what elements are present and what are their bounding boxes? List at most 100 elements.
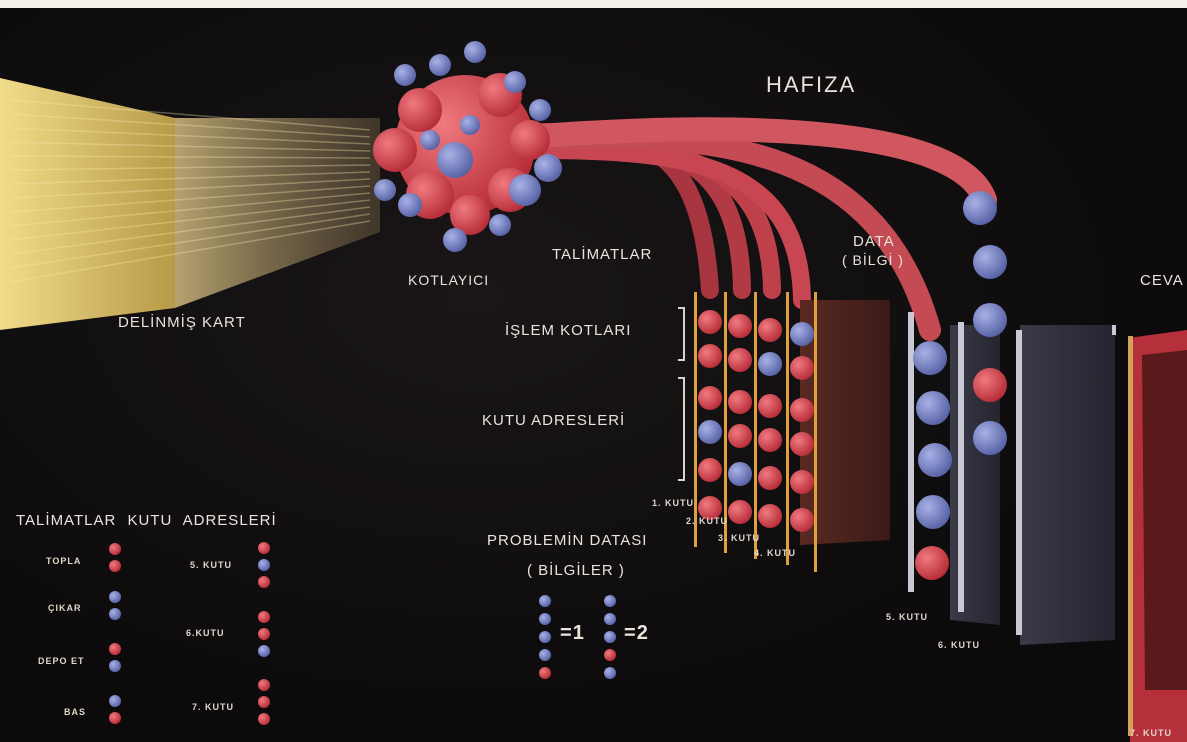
encoder-ball xyxy=(464,41,486,63)
legend-instr-3: BAS xyxy=(64,707,86,717)
legend-addr-dot xyxy=(258,628,270,640)
encoder-ball xyxy=(429,54,451,76)
box6-slab xyxy=(1020,325,1115,645)
rack-ball xyxy=(758,428,782,452)
rack-ball xyxy=(790,432,814,456)
box-label-4: 4. KUTU xyxy=(754,548,796,558)
rack-ball xyxy=(698,458,722,482)
box7-inner xyxy=(1142,350,1187,690)
encoder-ball xyxy=(398,88,442,132)
box5-ball xyxy=(918,443,952,477)
legend-addr-dot xyxy=(258,611,270,623)
legend-instr-dot xyxy=(109,608,121,620)
box5-ball xyxy=(916,495,950,529)
rack-ball xyxy=(790,508,814,532)
encoder-ball xyxy=(489,214,511,236)
box5-ball xyxy=(913,341,947,375)
legend-instr-2: DEPO ET xyxy=(38,656,85,666)
legend-addr-dot xyxy=(258,645,270,657)
instruction-pipes xyxy=(540,129,985,330)
rack-ball xyxy=(728,500,752,524)
encoder-ball xyxy=(534,154,562,182)
encoder-ball xyxy=(504,71,526,93)
box6-frame-right xyxy=(1016,330,1022,635)
legend-instr-dot xyxy=(109,643,121,655)
rack-bar xyxy=(694,292,697,547)
box6-ball xyxy=(973,245,1007,279)
rack-ball xyxy=(698,344,722,368)
legend-instr-dot xyxy=(109,712,121,724)
box5-frame-left xyxy=(908,312,914,592)
rack-ball xyxy=(758,504,782,528)
problem-dot xyxy=(604,613,616,625)
legend-instr-dot xyxy=(109,660,121,672)
encoder-ball xyxy=(437,142,473,178)
problem-title: PROBLEMİN DATASI xyxy=(487,532,647,549)
problem-dot xyxy=(604,667,616,679)
instruction-rack xyxy=(694,292,817,572)
box6-frame-left xyxy=(958,322,964,612)
data-label: DATA xyxy=(853,233,895,250)
legend-instr-0: TOPLA xyxy=(46,556,81,566)
legend-addr-dot xyxy=(258,559,270,571)
rack-ball xyxy=(758,352,782,376)
rack-ball xyxy=(758,318,782,342)
rack-ball xyxy=(728,424,752,448)
encoder-ball xyxy=(529,99,551,121)
box-label-3: 3. KUTU xyxy=(718,533,760,543)
encoder-ball xyxy=(460,115,480,135)
rack-ball xyxy=(790,356,814,380)
legend-header: TALİMATLAR KUTU ADRESLERİ xyxy=(16,512,277,529)
punched-card xyxy=(0,78,175,330)
addresses-label: KUTU ADRESLERİ xyxy=(482,412,625,429)
data-sublabel: ( BİLGİ ) xyxy=(842,252,904,268)
rack-ball xyxy=(728,314,752,338)
encoder-ball xyxy=(394,64,416,86)
legend-instr-1: ÇIKAR xyxy=(48,603,82,613)
card-label: DELİNMİŞ KART xyxy=(118,314,246,331)
legend-addr-dot xyxy=(258,576,270,588)
box-label-6: 6. KUTU xyxy=(938,640,980,650)
legend-addr-dot xyxy=(258,713,270,725)
rack-bar xyxy=(814,292,817,572)
brackets xyxy=(678,308,684,480)
box5-ball xyxy=(916,391,950,425)
rack-bar xyxy=(724,292,727,553)
rack-ball xyxy=(790,398,814,422)
problem-dot xyxy=(604,649,616,661)
rack-ball xyxy=(698,310,722,334)
rack-ball xyxy=(698,420,722,444)
instructions-label: TALİMATLAR xyxy=(552,246,652,263)
encoder-label: KOTLAYICI xyxy=(408,272,489,288)
title: HAFIZA xyxy=(766,72,856,98)
encoder-ball xyxy=(374,179,396,201)
legend-instr-dot xyxy=(109,543,121,555)
problem-eq-1: =1 xyxy=(560,622,585,645)
legend-addr-0: 5. KUTU xyxy=(190,560,232,570)
legend-addr-1: 6.KUTU xyxy=(186,628,225,638)
box6-frame-cap xyxy=(1112,325,1116,335)
rack-bar xyxy=(786,292,789,565)
problem-subtitle: ( BİLGİLER ) xyxy=(527,562,625,579)
rack-ball xyxy=(728,390,752,414)
legend-addr-dot xyxy=(258,542,270,554)
encoder-ball xyxy=(398,193,422,217)
legend-instr-dot xyxy=(109,591,121,603)
box-label-2: 2. KUTU xyxy=(686,516,728,526)
problem-dot xyxy=(539,649,551,661)
box6-ball xyxy=(963,191,997,225)
encoder-ball xyxy=(509,174,541,206)
problem-dot xyxy=(539,631,551,643)
problem-value-2: 2 xyxy=(637,622,649,644)
rack-ball xyxy=(790,322,814,346)
rack-ball xyxy=(698,386,722,410)
box-label-1: 1. KUTU xyxy=(652,498,694,508)
legend-addr-dot xyxy=(258,679,270,691)
encoder-ball xyxy=(420,130,440,150)
problem-value-1: 1 xyxy=(573,622,585,644)
box-label-5: 5. KUTU xyxy=(886,612,928,622)
box6-ball xyxy=(973,303,1007,337)
rack-ball xyxy=(758,394,782,418)
